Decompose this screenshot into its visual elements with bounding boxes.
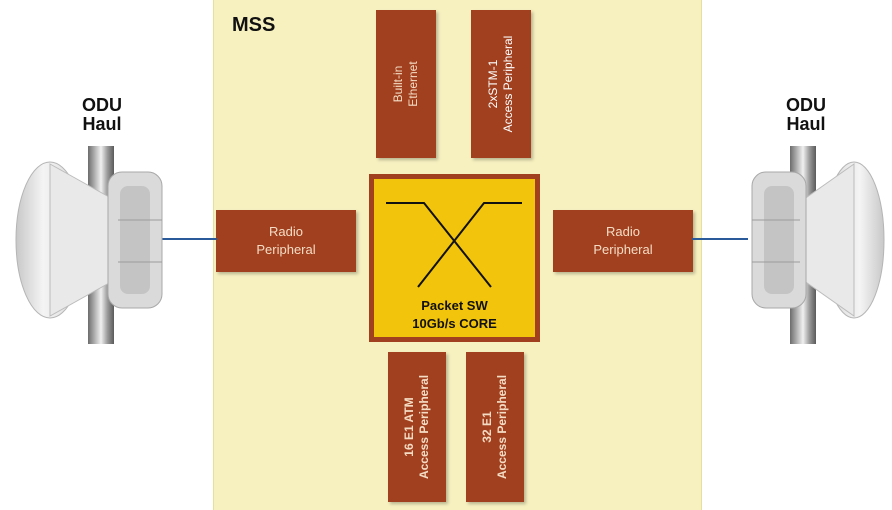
e1-access-peripheral-label: 32 E1 Access Peripheral — [480, 374, 509, 480]
core-label: Packet SW 10Gb/s CORE — [412, 298, 497, 331]
left-link-line — [162, 238, 217, 240]
atm-access-peripheral-label: 16 E1 ATM Access Peripheral — [402, 374, 431, 480]
left-antenna-icon — [15, 161, 163, 319]
stm1-access-peripheral-label: 2xSTM-1 Access Peripheral — [486, 35, 515, 133]
right-link-line — [692, 238, 748, 240]
mss-title: MSS — [232, 14, 276, 36]
e1-access-peripheral-box: 32 E1 Access Peripheral — [466, 352, 524, 502]
stm1-access-peripheral-box: 2xSTM-1 Access Peripheral — [471, 10, 531, 158]
right-antenna-icon — [751, 161, 885, 319]
packet-switch-core: Packet SW 10Gb/s CORE — [369, 174, 540, 342]
builtin-ethernet-box: Built-in Ethernet — [376, 10, 436, 158]
left-radio-peripheral-box: Radio Peripheral — [216, 210, 356, 272]
left-odu-title: ODU Haul — [82, 95, 122, 134]
right-radio-peripheral-label: Radio Peripheral — [593, 224, 653, 257]
right-odu-title: ODU Haul — [786, 95, 826, 134]
atm-access-peripheral-box: 16 E1 ATM Access Peripheral — [388, 352, 446, 502]
builtin-ethernet-label: Built-in Ethernet — [391, 61, 420, 107]
crossbar-symbol — [386, 202, 522, 288]
left-radio-peripheral-label: Radio Peripheral — [256, 224, 316, 257]
right-radio-peripheral-box: Radio Peripheral — [553, 210, 693, 272]
